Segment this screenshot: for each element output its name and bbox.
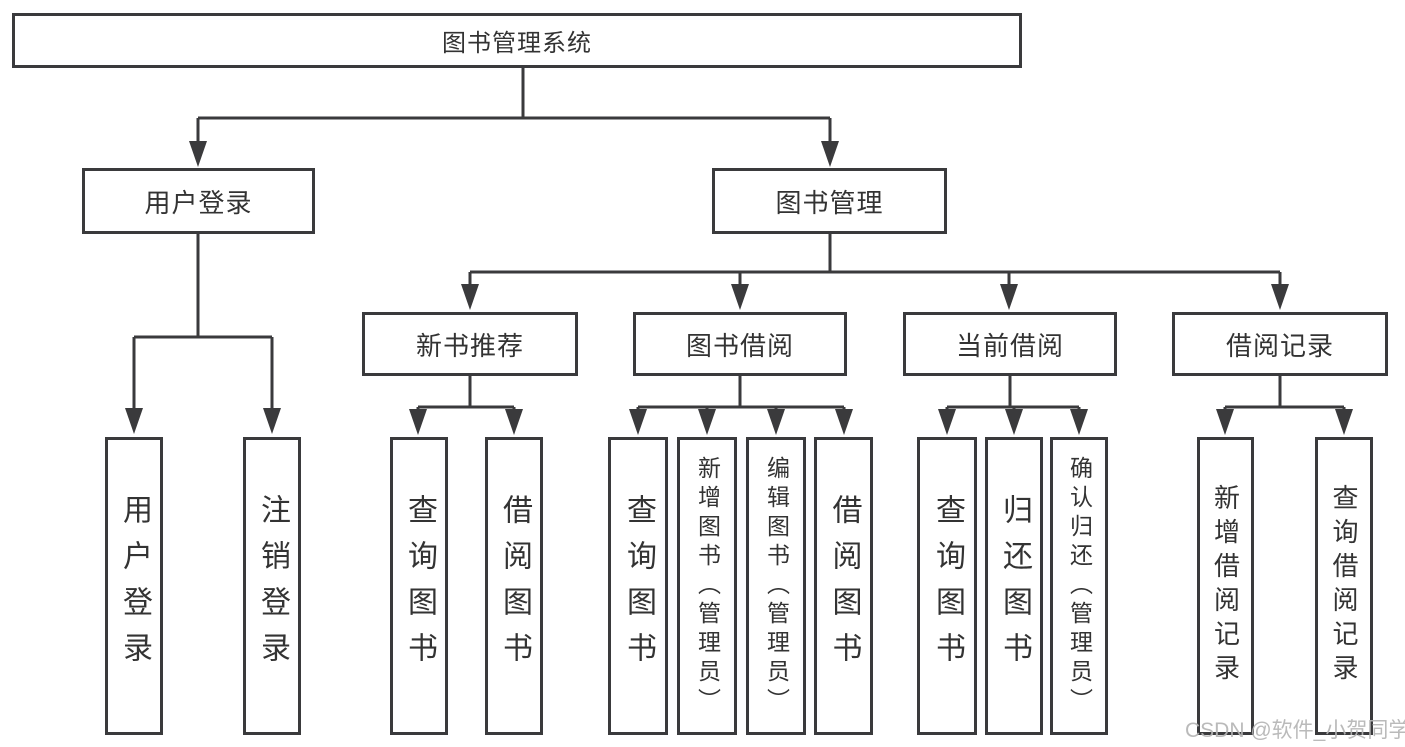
node-book-management: 图书管理 (712, 168, 947, 234)
leaf-return-book: 归还图书 (985, 437, 1043, 735)
leaf-label: 用户登录 (118, 494, 151, 678)
leaf-edit-book-admin: 编辑图书（管理员） (746, 437, 806, 735)
leaf-confirm-return-admin: 确认归还（管理员） (1050, 437, 1108, 735)
node-borrow-records: 借阅记录 (1172, 312, 1388, 376)
node-label: 借阅记录 (1225, 330, 1334, 361)
leaf-query-books-borrow: 查询图书 (608, 437, 668, 735)
leaf-label: 新增图书（管理员） (694, 455, 721, 717)
node-book-borrow: 图书借阅 (633, 312, 847, 376)
leaf-query-books-recommend: 查询图书 (390, 437, 448, 735)
node-label: 用户登录 (144, 187, 253, 218)
leaf-query-books-current: 查询图书 (917, 437, 977, 735)
leaf-label: 查询借阅记录 (1329, 484, 1359, 688)
leaf-label: 查询图书 (622, 494, 655, 678)
leaf-label: 查询图书 (931, 494, 964, 678)
node-label: 图书管理系统 (442, 30, 592, 57)
leaf-label: 新增借阅记录 (1210, 484, 1241, 688)
leaf-label: 查询图书 (403, 494, 436, 678)
leaf-query-borrow-record: 查询借阅记录 (1315, 437, 1373, 735)
node-library-management-system: 图书管理系统 (12, 13, 1022, 68)
leaf-label: 确认归还（管理员） (1066, 455, 1093, 717)
node-user-login: 用户登录 (82, 168, 315, 234)
leaf-borrow-books-recommend: 借阅图书 (485, 437, 543, 735)
leaf-label: 编辑图书（管理员） (763, 455, 790, 717)
leaf-add-borrow-record: 新增借阅记录 (1197, 437, 1254, 735)
node-current-borrow: 当前借阅 (903, 312, 1117, 376)
leaf-logout: 注销登录 (243, 437, 301, 735)
leaf-add-book-admin: 新增图书（管理员） (677, 437, 737, 735)
leaf-user-login: 用户登录 (105, 437, 163, 735)
leaf-borrow-books: 借阅图书 (814, 437, 873, 735)
node-label: 图书管理 (775, 187, 884, 218)
node-label: 新书推荐 (415, 330, 524, 361)
node-label: 图书借阅 (685, 330, 794, 361)
node-new-book-recommend: 新书推荐 (362, 312, 578, 376)
leaf-label: 借阅图书 (827, 494, 861, 678)
node-label: 当前借阅 (955, 330, 1064, 361)
leaf-label: 借阅图书 (498, 494, 531, 678)
leaf-label: 注销登录 (256, 494, 289, 678)
arrowhead-icons (125, 141, 1353, 435)
csdn-watermark: CSDN @软件_小贺同学 (1185, 719, 1405, 742)
leaf-label: 归还图书 (998, 494, 1031, 678)
